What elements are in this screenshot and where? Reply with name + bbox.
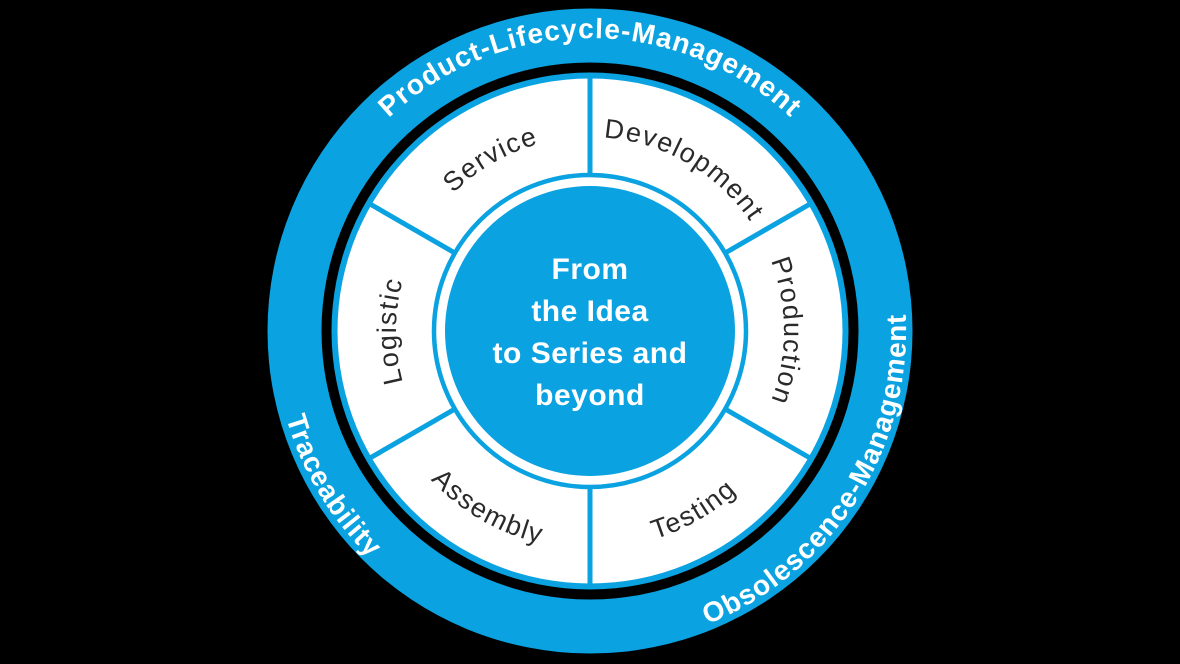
divider-bottom-right	[720, 404, 812, 461]
divider-bottom-left	[368, 404, 460, 461]
center-text-line-2: the Idea	[531, 295, 648, 328]
segment-label-logistic-text: Logistic	[372, 274, 407, 387]
divider-top-left	[368, 201, 460, 258]
center-text-line-1: From	[552, 253, 629, 286]
center-circle	[445, 186, 735, 476]
center-text-line-3: to Series and	[493, 337, 688, 370]
divider-top-right	[720, 201, 812, 258]
segment-label-logistic: Logistic	[372, 274, 409, 387]
center-text-line-4: beyond	[535, 379, 645, 412]
